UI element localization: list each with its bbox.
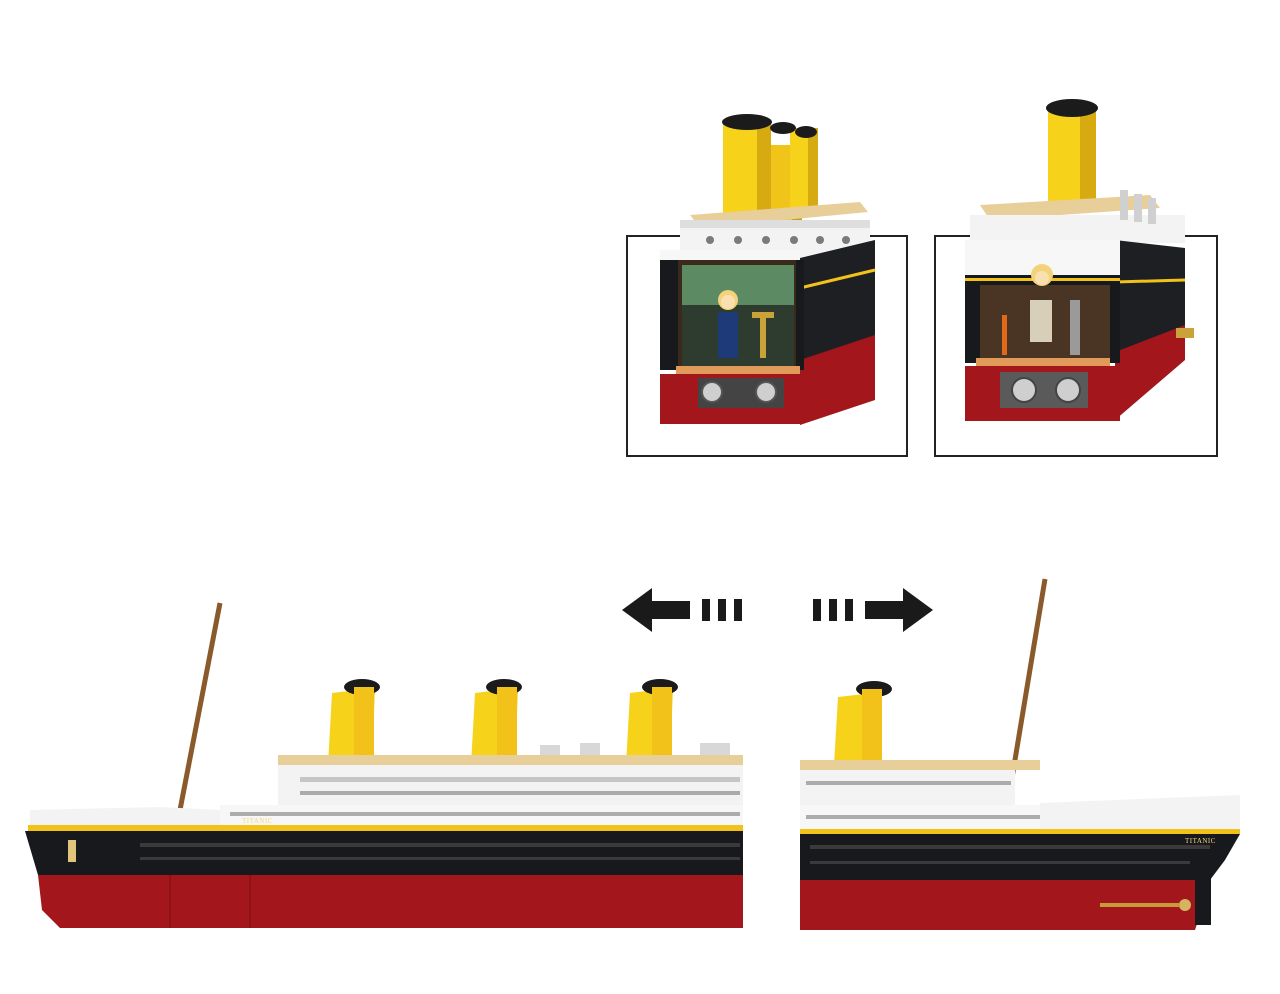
portholes-hull <box>140 843 740 860</box>
rear-cutaway-model <box>965 99 1194 421</box>
funnel-group-front <box>722 114 818 222</box>
funnel-rear-detail <box>1046 99 1098 205</box>
rear-mast <box>1007 578 1048 791</box>
stern-name-plate: TITANIC <box>1185 837 1216 845</box>
minifigure-rear <box>1030 264 1053 342</box>
minifigure-front <box>718 290 738 358</box>
ship-front-section: TITANIC <box>25 602 743 928</box>
arrow-right-icon <box>813 588 933 632</box>
bow-name-plate: TITANIC <box>242 817 273 825</box>
ship-rear-section: TITANIC <box>800 578 1240 930</box>
funnels-front-section <box>328 679 678 765</box>
funnel-rear-section <box>834 681 892 765</box>
arrow-left-icon <box>622 588 742 632</box>
front-mast <box>177 602 223 811</box>
portholes-upper <box>230 777 740 816</box>
front-cutaway-model <box>660 114 876 425</box>
